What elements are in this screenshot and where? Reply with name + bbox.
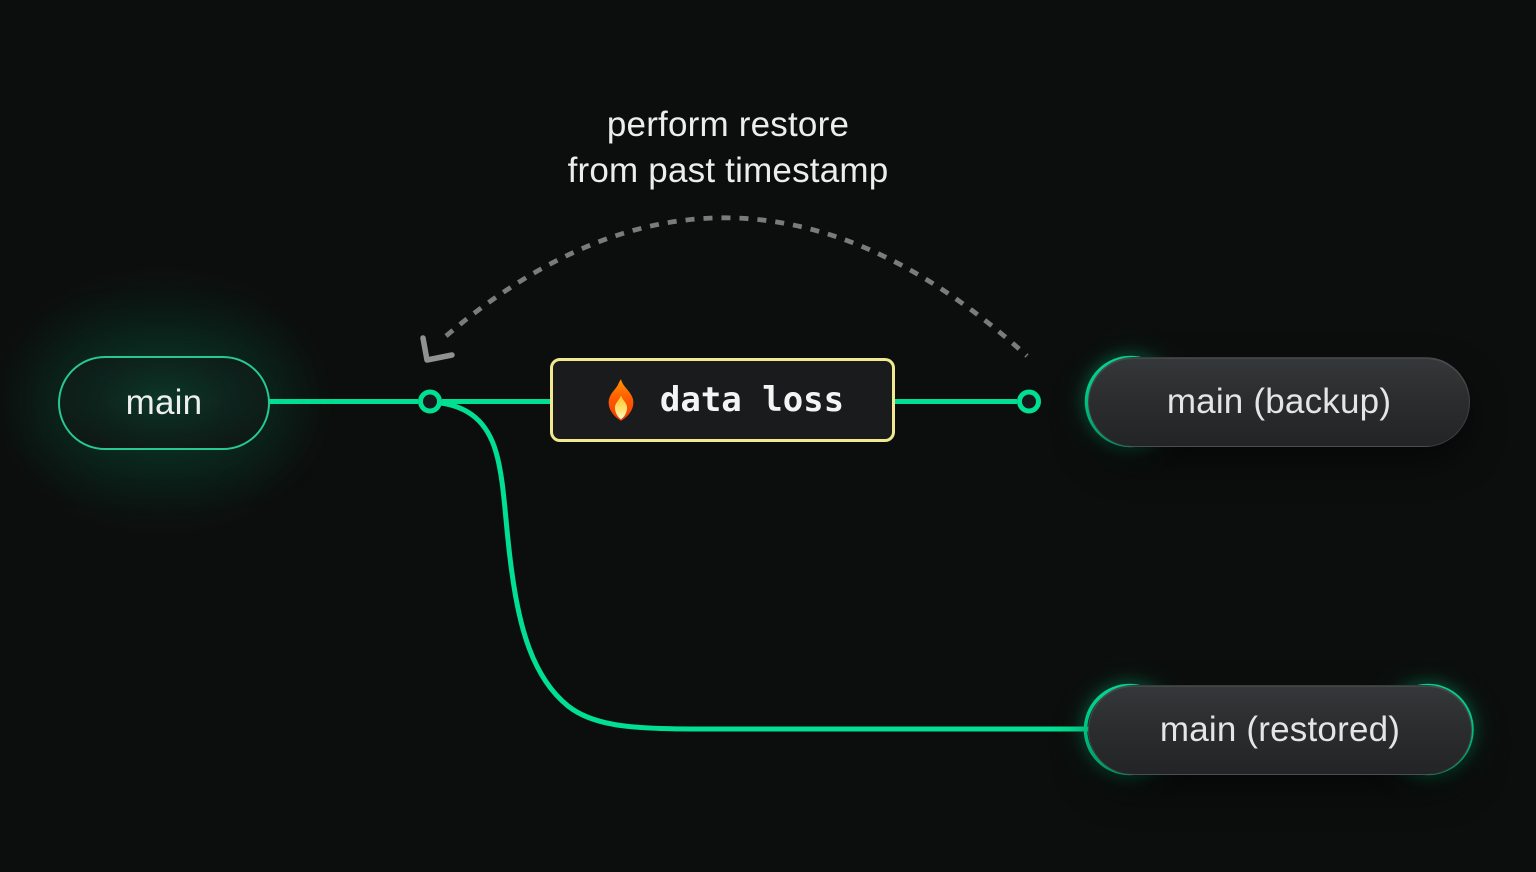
data-loss-box: data loss [550, 358, 895, 442]
branch-node-main-restored: main (restored) [1088, 685, 1472, 775]
wire-restored-branch [440, 400, 1091, 732]
branch-node-backup-label: main (backup) [1166, 382, 1392, 421]
restore-annotation-line1: perform restore [606, 105, 850, 144]
restore-arrowhead-icon [420, 335, 455, 363]
restore-annotation: perform restore from past timestamp [428, 102, 1028, 194]
branch-node-main-label: main [125, 383, 203, 422]
backup-point [1017, 389, 1041, 414]
fire-icon [601, 378, 641, 422]
data-loss-label: data loss [659, 380, 845, 420]
junction-point [418, 389, 442, 414]
branch-node-main-backup: main (backup) [1088, 357, 1470, 447]
restore-arc [444, 215, 1029, 358]
restore-annotation-line2: from past timestamp [567, 151, 889, 190]
branch-node-main: main [58, 356, 270, 450]
branch-node-restored-label: main (restored) [1159, 710, 1401, 749]
